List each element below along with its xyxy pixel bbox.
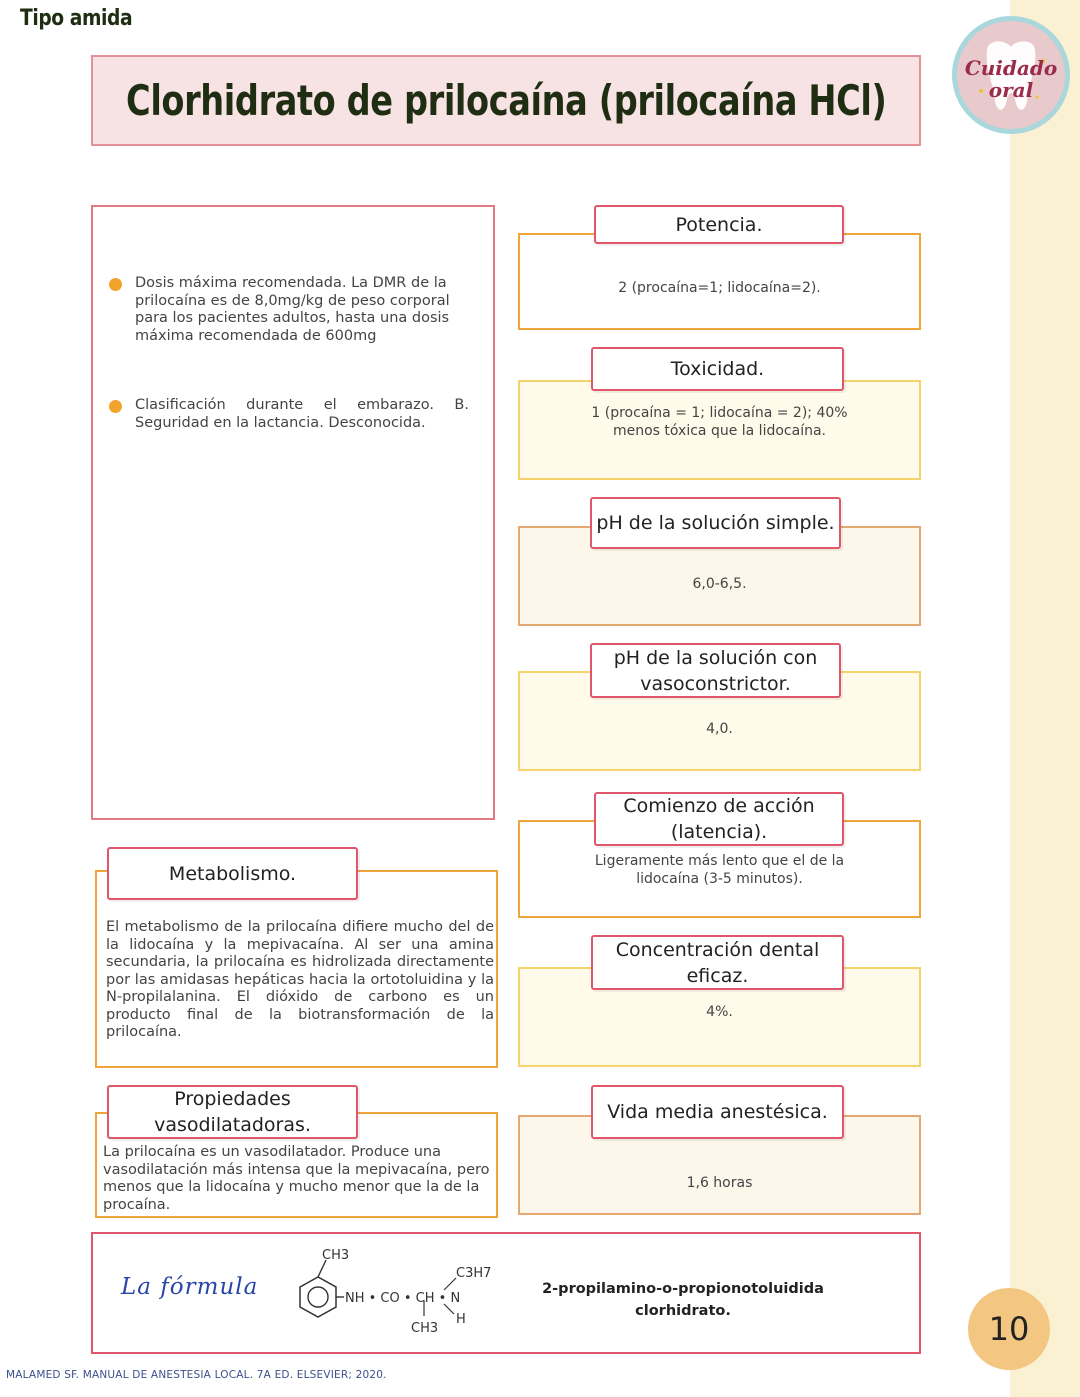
ph-simple-value: 6,0-6,5.	[692, 576, 747, 592]
logo: Cuidado oral	[952, 16, 1070, 134]
concentracion-label: Concentración dental eficaz.	[591, 935, 844, 990]
logo-line-2: oral	[988, 78, 1034, 102]
chain-text: NH • CO • CH • N	[345, 1291, 460, 1306]
logo-text: Cuidado oral	[957, 57, 1065, 101]
chemical-structure: CH3 NH • CO • CH • N C3H7 H CH3	[299, 1248, 491, 1336]
toxicidad-value: 1 (procaína = 1; lidocaína = 2); 40% men…	[591, 405, 848, 439]
c3h7-text: C3H7	[456, 1266, 491, 1281]
section-tag: Tipo amida	[20, 6, 133, 31]
logo-line-1: Cuidado	[964, 56, 1058, 80]
bullet-item: Dosis máxima recomendada. La DMR de la p…	[109, 275, 469, 345]
metabolismo-text: El metabolismo de la prilocaína difiere …	[106, 919, 494, 1040]
title-box: Clorhidrato de prilocaína (prilocaína HC…	[91, 55, 921, 146]
formula-name: 2-propilamino-o-propionotoluidida clorhi…	[542, 1281, 824, 1319]
ch3-top-text: CH3	[322, 1248, 349, 1263]
latencia-value: Ligeramente más lento que el de la lidoc…	[594, 853, 845, 887]
formula-label: La fórmula	[121, 1274, 259, 1300]
tooth-icon	[979, 41, 1045, 110]
concentracion-value: 4%.	[706, 1004, 733, 1020]
bullet-dot-icon	[109, 400, 122, 413]
metabolismo-label: Metabolismo.	[107, 847, 358, 900]
potencia-value: 2 (procaína=1; lidocaína=2).	[618, 280, 821, 296]
source-citation: MALAMED SF. MANUAL DE ANESTESIA LOCAL. 7…	[6, 1369, 387, 1381]
card-toxicidad: 1 (procaína = 1; lidocaína = 2); 40% men…	[518, 380, 921, 480]
ch3-bottom-text: CH3	[411, 1321, 438, 1336]
side-strip	[1010, 0, 1080, 1397]
potencia-label: Potencia.	[594, 205, 844, 244]
page-number: 10	[968, 1288, 1050, 1370]
vasodilatadoras-label: Propiedades vasodilatadoras.	[107, 1085, 358, 1139]
vida-media-label: Vida media anestésica.	[591, 1085, 844, 1139]
bullet-item: Clasificación durante el embarazo. B. Se…	[109, 397, 469, 432]
vida-media-value: 1,6 horas	[686, 1175, 753, 1191]
latencia-label: Comienzo de acción (latencia).	[594, 792, 844, 846]
vasodilatadoras-text: La prilocaína es un vasodilatador. Produ…	[103, 1144, 490, 1213]
ph-simple-label: pH de la solución simple.	[590, 497, 841, 549]
bullet-dot-icon	[109, 278, 122, 291]
card-metabolismo: El metabolismo de la prilocaína difiere …	[95, 870, 498, 1068]
bullet-text: Dosis máxima recomendada. La DMR de la p…	[135, 275, 450, 344]
page-title: Clorhidrato de prilocaína (prilocaína HC…	[125, 76, 887, 125]
h-text: H	[456, 1312, 466, 1327]
bullet-text: Clasificación durante el embarazo. B. Se…	[135, 397, 469, 431]
left-panel: Dosis máxima recomendada. La DMR de la p…	[91, 205, 495, 820]
card-potencia: 2 (procaína=1; lidocaína=2).	[518, 233, 921, 330]
ph-vasoconstrictor-value: 4,0.	[706, 721, 733, 737]
ph-vasoconstrictor-label: pH de la solución con vasoconstrictor.	[590, 643, 841, 698]
toxicidad-label: Toxicidad.	[591, 347, 844, 391]
formula-box: La fórmula CH3 NH • CO • CH • N C3H7 H C…	[91, 1232, 921, 1354]
